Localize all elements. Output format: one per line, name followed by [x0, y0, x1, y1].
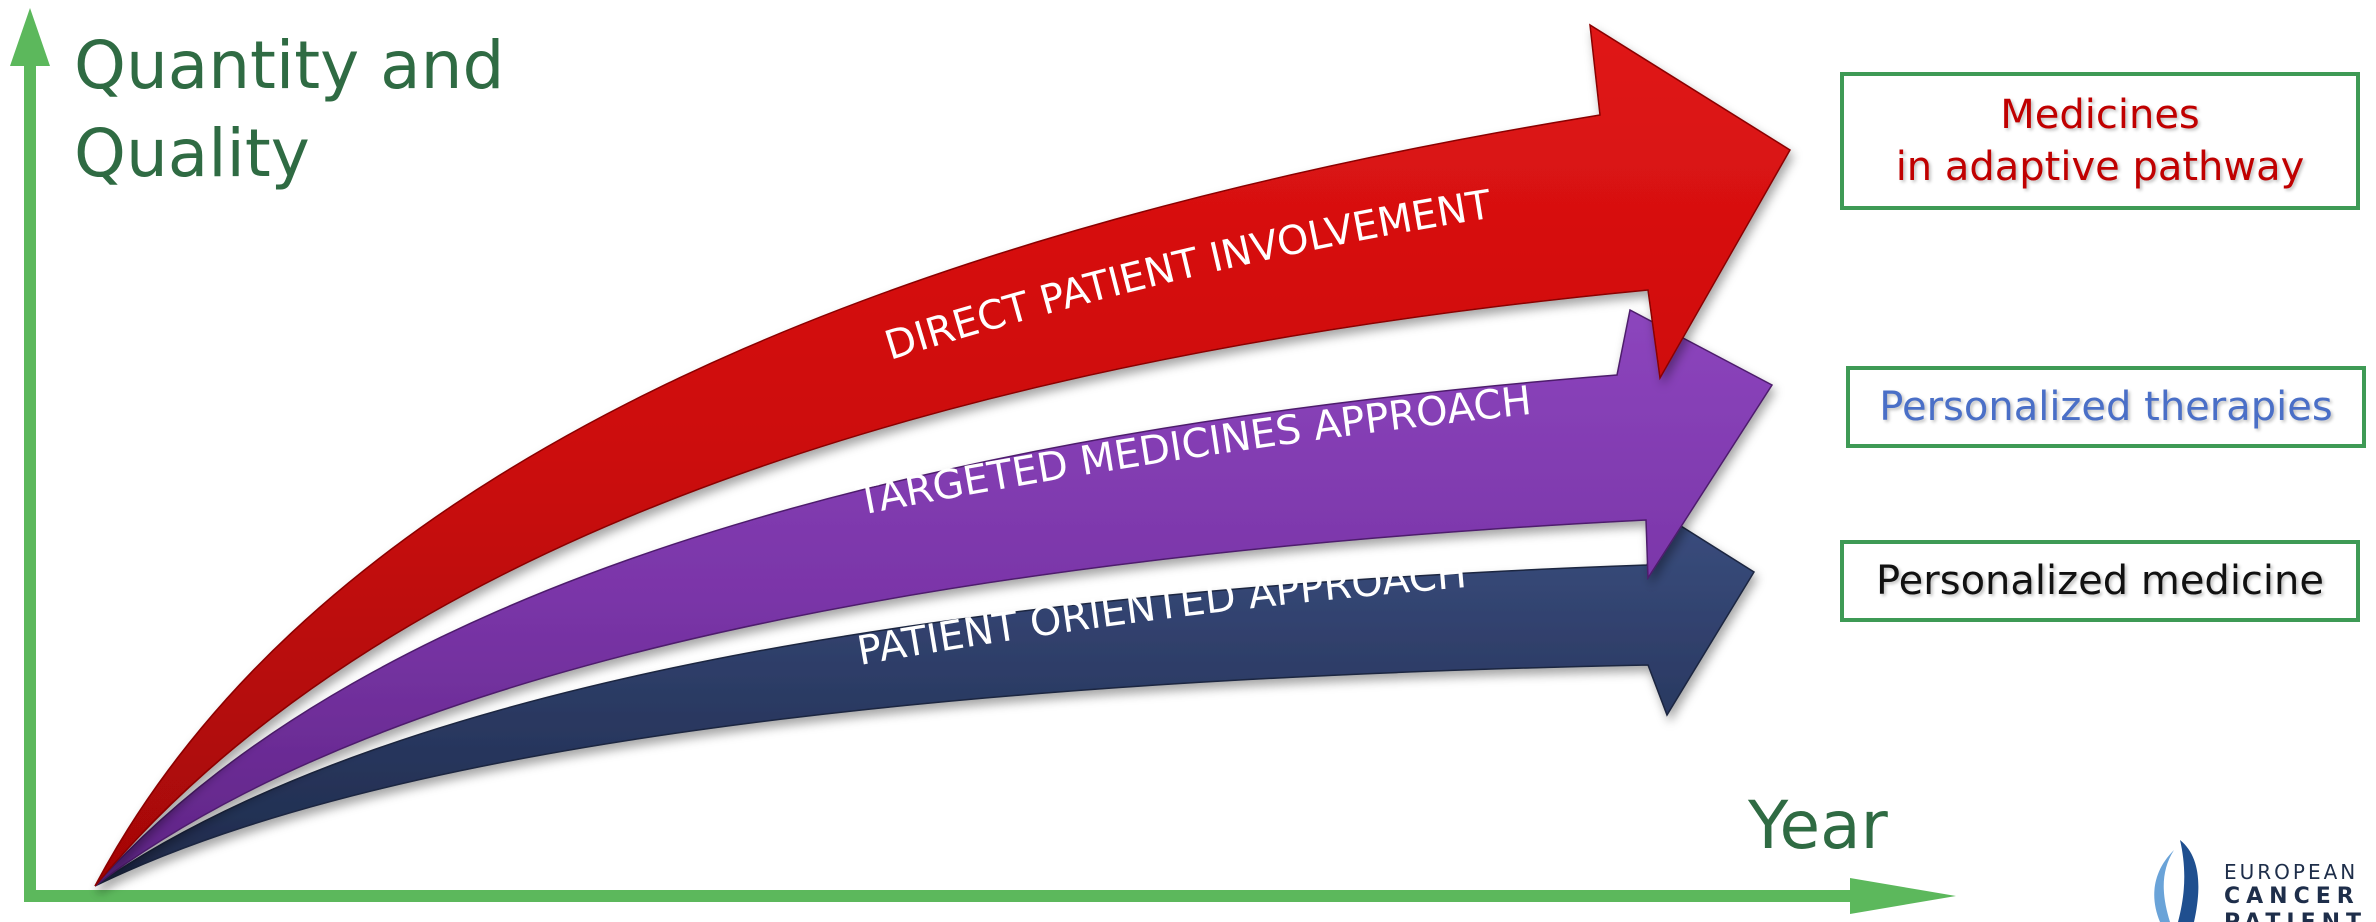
- ecpc-logo: EUROPEAN CANCER PATIENT: [2140, 836, 2376, 922]
- box-adaptive-pathway: Medicines in adaptive pathway: [1840, 72, 2360, 210]
- box-personalized-therapies-text: Personalized therapies: [1879, 384, 2333, 430]
- arrow-patient-oriented: [94, 514, 1756, 887]
- logo-line3: PATIENT: [2224, 910, 2367, 922]
- box-personalized-therapies: Personalized therapies: [1846, 366, 2366, 448]
- box-adaptive-pathway-line2: in adaptive pathway: [1895, 144, 2305, 190]
- y-axis: [10, 8, 50, 902]
- x-axis-arrowhead: [1850, 878, 1956, 914]
- box-personalized-medicine-text: Personalized medicine: [1875, 558, 2324, 604]
- y-axis-line: [24, 60, 36, 902]
- y-axis-arrowhead: [10, 8, 50, 66]
- x-axis: [24, 878, 1956, 914]
- y-axis-title: Quantity and Quality: [74, 22, 504, 198]
- arrow-direct-involvement-shape: [94, 23, 1792, 887]
- arrow-targeted-medicines-shape: [94, 308, 1774, 887]
- y-axis-title-line2: Quality: [74, 115, 310, 192]
- arrow-patient-oriented-shape: [94, 514, 1756, 887]
- logo-line1: EUROPEAN: [2224, 860, 2359, 884]
- y-axis-title-line1: Quantity and: [74, 27, 505, 104]
- arrow-targeted-medicines: [94, 308, 1774, 887]
- logo-mark-icon: [2154, 840, 2199, 922]
- logo-line2: CANCER: [2224, 884, 2360, 909]
- x-axis-line: [24, 890, 1854, 902]
- box-personalized-medicine: Personalized medicine: [1840, 540, 2360, 622]
- box-adaptive-pathway-line1: Medicines: [2000, 92, 2200, 138]
- x-axis-title: Year: [1748, 787, 1888, 864]
- arrow-direct-involvement: [94, 23, 1792, 887]
